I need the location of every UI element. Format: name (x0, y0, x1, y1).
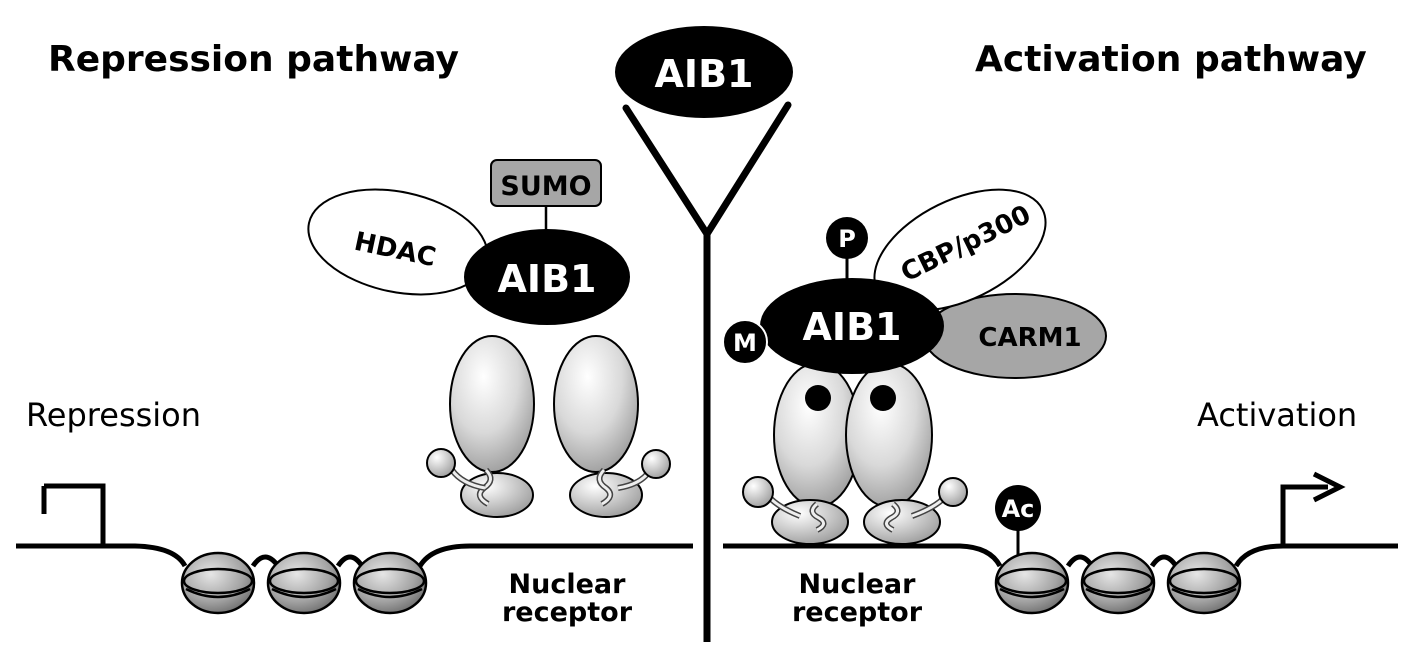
p-mark-circle (826, 217, 868, 259)
activation-pathway-heading: Activation pathway (975, 39, 1367, 80)
top-aib1-label: AIB1 (655, 52, 754, 96)
activation-receptor-label-2: receptor (792, 597, 923, 628)
repression-state-label: Repression (26, 396, 201, 434)
repression-dna (16, 543, 693, 568)
repression-receptor-label-2: receptor (502, 597, 633, 628)
sumo-label: SUMO (500, 171, 591, 202)
sumo-box (490, 159, 602, 207)
activation-aib1-oval (760, 278, 944, 374)
top-aib1-oval (615, 26, 793, 118)
central-y-divider (622, 101, 792, 642)
m-mark-label: M (733, 329, 757, 357)
repression-nucleosome-3 (352, 551, 428, 615)
activation-nucleosome-2 (1080, 551, 1156, 615)
carm1-label: CARM1 (978, 323, 1081, 353)
repression-nucleosome-2 (266, 551, 342, 615)
repression-pathway-heading: Repression pathway (48, 39, 459, 80)
repression-nuclear-receptor (426, 335, 671, 518)
activation-receptor-label-1: Nuclear (799, 569, 917, 600)
activation-nucleosome-3 (1166, 551, 1242, 615)
activation-dna (723, 543, 1398, 568)
activation-state-label: Activation (1197, 396, 1357, 434)
repression-nucleosome-1 (180, 551, 256, 615)
activation-nucleosome-1 (994, 551, 1070, 615)
repression-promoter-symbol (41, 483, 106, 546)
activation-aib1-label: AIB1 (803, 305, 902, 349)
repression-panel: Repression Nuclear receptor (16, 159, 693, 628)
activation-arrow (1280, 484, 1328, 546)
ac-mark-label: Ac (1002, 495, 1035, 523)
repression-receptor-label-1: Nuclear (509, 569, 627, 600)
p-mark-label: P (838, 225, 856, 253)
activation-arrow-head (1312, 471, 1346, 503)
activation-nuclear-receptor (742, 362, 968, 545)
repression-aib1-label: AIB1 (498, 257, 597, 301)
activation-panel: Activation Ac (722, 188, 1398, 628)
repression-aib1-oval (464, 229, 630, 325)
ac-mark-circle (995, 485, 1041, 531)
m-mark-circle (722, 319, 768, 365)
